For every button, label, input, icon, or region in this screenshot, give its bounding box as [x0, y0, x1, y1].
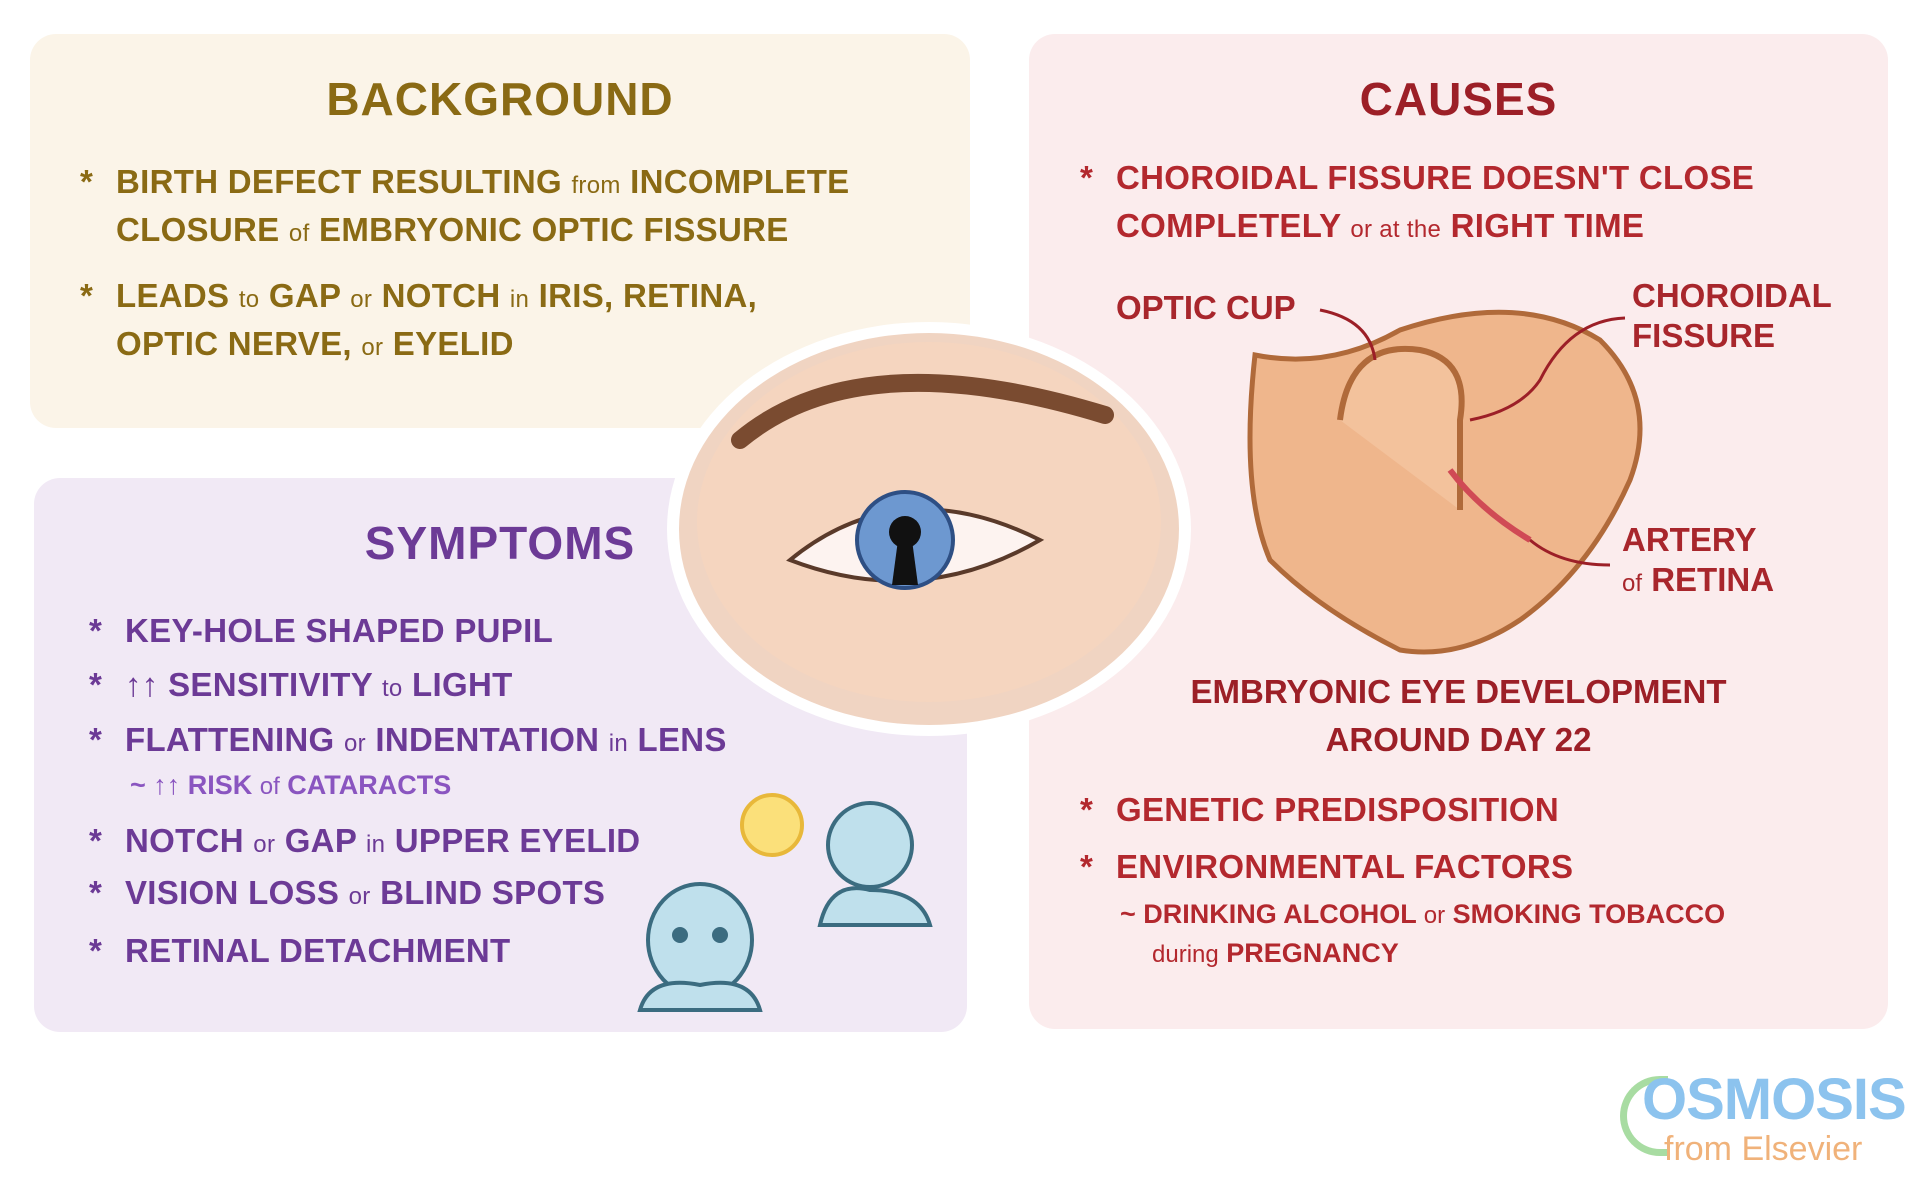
osmosis-logo: OSMOSIS from Elsevier — [1612, 1052, 1907, 1172]
cause-subitem: ~ DRINKING ALCOHOL or SMOKING TOBACCO — [1120, 899, 1726, 929]
background-item: OPTIC NERVE, or EYELID — [116, 325, 514, 362]
causes-title: CAUSES — [1359, 73, 1558, 125]
cause-item: *ENVIRONMENTAL FACTORS — [1080, 848, 1574, 885]
symptom-item: *VISION LOSS or BLIND SPOTS — [89, 874, 606, 911]
symptom-item: *FLATTENING or INDENTATION in LENS — [89, 721, 727, 758]
person-headache-icon — [817, 801, 933, 927]
symptom-subitem: ~ ↑↑ RISK of CATARACTS — [130, 770, 452, 800]
cause-subitem: during PREGNANCY — [1152, 938, 1399, 968]
symptoms-title: SYMPTOMS — [364, 517, 636, 569]
sun-icon — [740, 793, 804, 857]
cause-item: COMPLETELY or at the RIGHT TIME — [1116, 207, 1645, 244]
background-title: BACKGROUND — [326, 73, 674, 125]
logo-mark-icon — [1620, 1076, 1668, 1156]
label-optic-cup: OPTIC CUP — [1116, 289, 1296, 326]
symptom-item: *NOTCH or GAP in UPPER EYELID — [89, 822, 641, 859]
symptom-item: *↑↑ SENSITIVITY to LIGHT — [89, 666, 513, 703]
symptom-item: *KEY-HOLE SHAPED PUPIL — [89, 612, 554, 649]
cause-item: *CHOROIDAL FISSURE DOESN'T CLOSE — [1080, 159, 1755, 196]
eye-illustration — [667, 322, 1191, 736]
cause-item: *GENETIC PREDISPOSITION — [1080, 791, 1559, 828]
logo-brand: OSMOSIS — [1642, 1067, 1907, 1132]
background-item: *BIRTH DEFECT RESULTING from INCOMPLETE — [80, 163, 850, 200]
background-item: CLOSURE of EMBRYONIC OPTIC FISSURE — [116, 211, 789, 248]
background-item: *LEADS to GAP or NOTCH in IRIS, RETINA, — [80, 277, 758, 314]
logo-subtitle: from Elsevier — [1664, 1130, 1863, 1168]
person-worried-icon — [637, 882, 763, 1012]
embryonic-eye-illustration — [1247, 308, 1643, 655]
symptom-item: *RETINAL DETACHMENT — [89, 932, 511, 969]
